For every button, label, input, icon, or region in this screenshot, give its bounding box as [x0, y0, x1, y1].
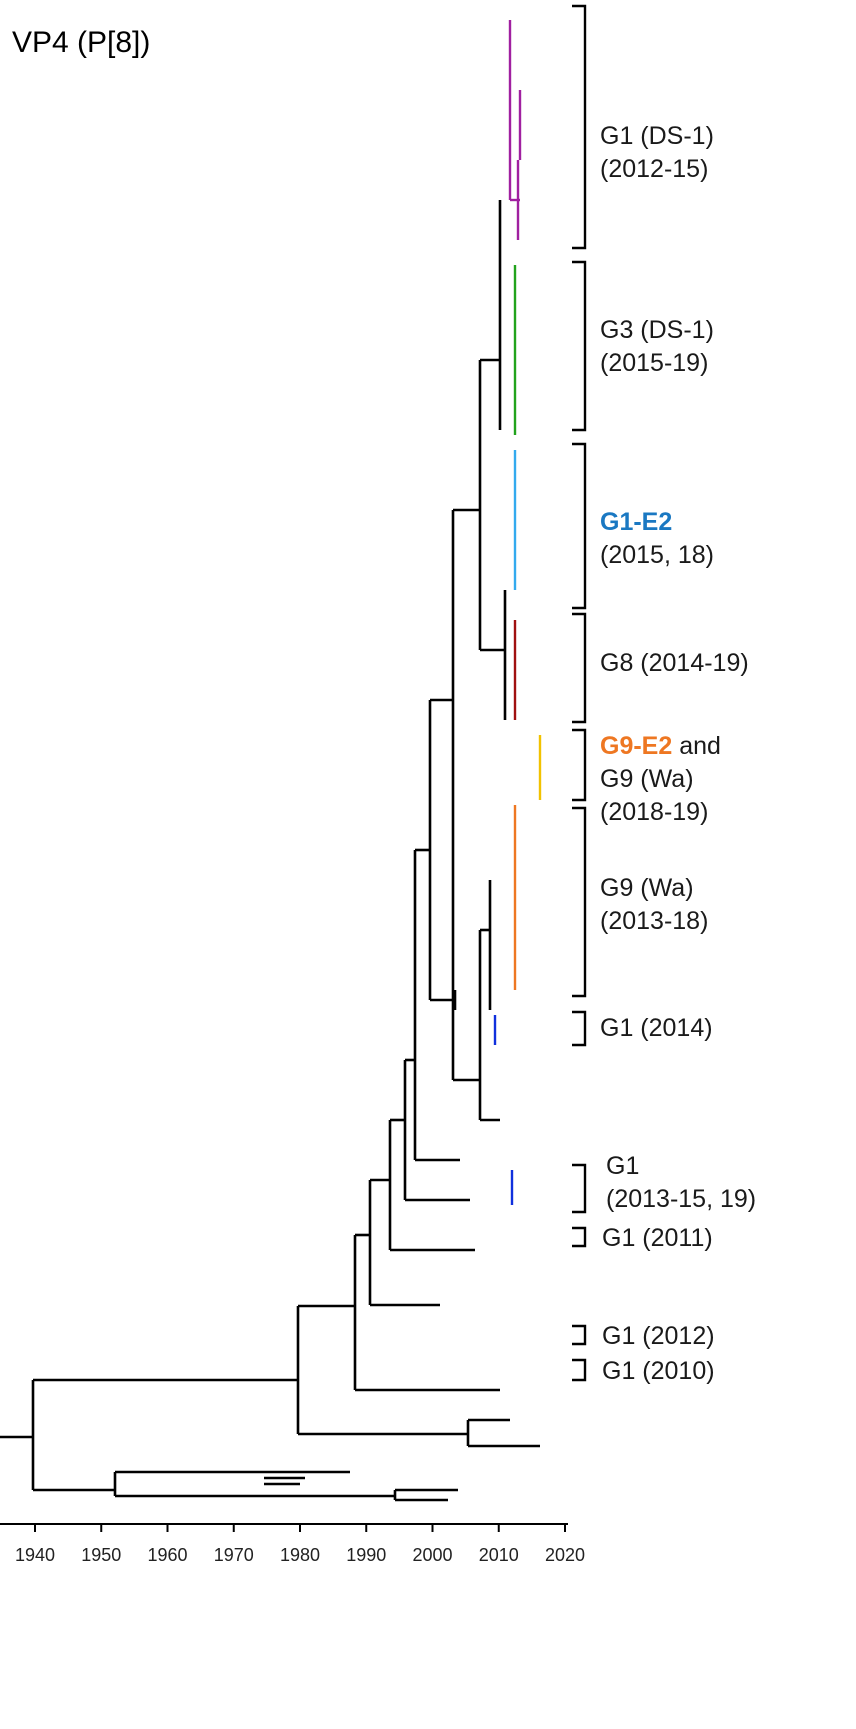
clade-label-line: G3 (DS-1)	[600, 316, 714, 344]
clade-label-g1-2011: G1 (2011)	[602, 1222, 713, 1255]
clade-label-line: G1 (2014)	[600, 1014, 713, 1042]
axis-tick-label: 1960	[147, 1545, 187, 1565]
axis-tick-label: 1980	[280, 1545, 320, 1565]
axis-tick-label: 1950	[81, 1545, 121, 1565]
clade-label-g3-ds1: G3 (DS-1) (2015-19)	[600, 314, 714, 380]
clade-label-line: (2015-19)	[600, 349, 709, 377]
clade-label-line: G1	[606, 1152, 640, 1180]
axis-tick-label: 1970	[214, 1545, 254, 1565]
time-axis: 1940 1950 1960 1970 1980 1990 2000 2010 2020	[0, 1523, 585, 1565]
clade-label-g1-ds1: G1 (DS-1) (2012-15)	[600, 120, 714, 186]
clade-label-line: (2013-18)	[600, 907, 709, 935]
axis-tick-label: 1990	[346, 1545, 386, 1565]
clade-label-line: (2018-19)	[600, 798, 709, 826]
axis-tick-label: 2010	[479, 1545, 519, 1565]
clade-label-line: G8 (2014-19)	[600, 649, 749, 677]
axis-tick-label: 2000	[412, 1545, 452, 1565]
clade-label-rest: and	[672, 732, 721, 760]
clade-label-line: G9-E2 and	[600, 730, 721, 763]
clade-label-line: G1 (DS-1)	[600, 122, 714, 150]
clade-label-g9-e2-and-g9-wa: G9-E2 and G9 (Wa) (2018-19)	[600, 730, 721, 829]
figure-title: VP4 (P[8])	[12, 26, 151, 59]
clade-brackets	[572, 4, 587, 1382]
clade-label-line: G1 (2012)	[602, 1322, 715, 1350]
clade-label-g1-2014: G1 (2014)	[600, 1012, 713, 1045]
clade-label-line: (2013-15, 19)	[606, 1185, 757, 1213]
clade-label-line: G1-E2	[600, 508, 673, 536]
clade-label-bold: G9-E2	[600, 732, 673, 760]
clade-label-g8: G8 (2014-19)	[600, 647, 749, 680]
clade-label-line: (2015, 18)	[600, 541, 714, 569]
clade-label-g9-wa: G9 (Wa) (2013-18)	[600, 872, 708, 938]
clade-label-line: G1 (2010)	[602, 1357, 715, 1385]
tree-backbone	[0, 200, 540, 1502]
clade-label-line: (2012-15)	[600, 155, 709, 183]
axis-tick-label: 2020	[545, 1545, 585, 1565]
clade-label-line: G1 (2011)	[602, 1224, 713, 1252]
clade-label-g1-2013-15-19: G1 (2013-15, 19)	[606, 1150, 756, 1216]
axis-tick-label: 1940	[15, 1545, 55, 1565]
clade-label-line: G9 (Wa)	[600, 874, 694, 902]
clade-g1-ds1-branches	[508, 20, 522, 240]
clade-label-g1-e2: G1-E2 (2015, 18)	[600, 506, 714, 572]
clade-label-g1-2012: G1 (2012)	[602, 1320, 715, 1353]
clade-label-line: G9 (Wa)	[600, 765, 694, 793]
clade-label-g1-2010: G1 (2010)	[602, 1355, 715, 1388]
